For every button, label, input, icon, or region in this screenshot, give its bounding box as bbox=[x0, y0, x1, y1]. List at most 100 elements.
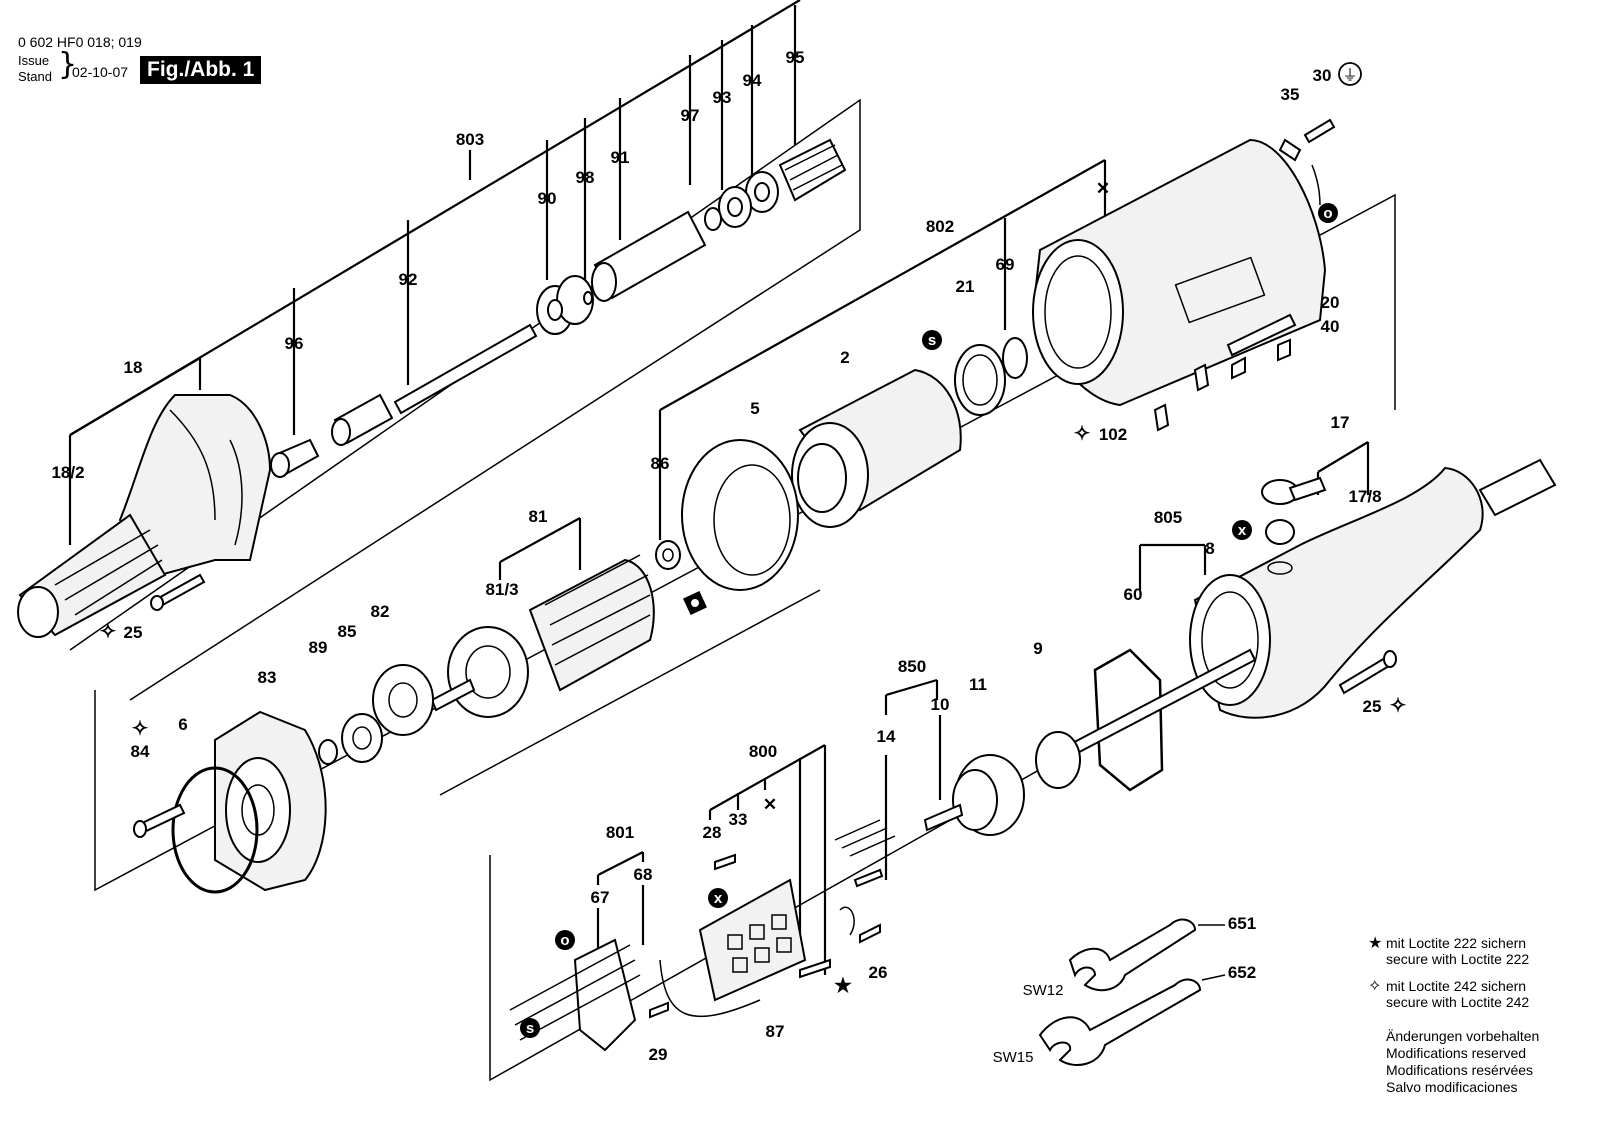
svg-text:o: o bbox=[560, 932, 569, 949]
loctite-222-note: ★ mit Loctite 222 sichern secure with Lo… bbox=[1368, 935, 1530, 968]
part-label-40: 40 bbox=[1321, 317, 1340, 336]
modifications-de: Änderungen vorbehalten bbox=[1386, 1028, 1540, 1044]
part-label-83: 83 bbox=[258, 668, 277, 687]
pinion-part bbox=[778, 138, 847, 202]
part-label-21: 21 bbox=[956, 277, 975, 296]
electrical-assembly bbox=[509, 678, 942, 1052]
loctite-242-icon: ✧ bbox=[1368, 976, 1382, 995]
part-label-33: 33 bbox=[729, 810, 748, 829]
part-label-9: 9 bbox=[1033, 639, 1042, 658]
part-label-805: 805 bbox=[1154, 508, 1182, 527]
part-label-17-8: 17/8 bbox=[1348, 487, 1381, 506]
loctite-242-note: ✧ mit Loctite 242 sichern secure with Lo… bbox=[1368, 978, 1529, 1011]
part-label-67: 67 bbox=[591, 888, 610, 907]
part-label-82: 82 bbox=[371, 602, 390, 621]
document-part-number: 0 602 HF0 018; 019 bbox=[18, 34, 142, 50]
svg-text:x: x bbox=[714, 890, 723, 907]
part-label-652: 652 bbox=[1228, 963, 1256, 982]
motor-housing-assembly bbox=[655, 118, 1336, 591]
modifications-en: Modifications reserved bbox=[1386, 1045, 1527, 1061]
part-label-30: 30 bbox=[1313, 66, 1332, 85]
wrench-size-label: SW12 bbox=[1023, 982, 1064, 999]
x-mark-icon: ✕ bbox=[1096, 179, 1110, 198]
svg-text:s: s bbox=[928, 332, 936, 349]
part-label-10: 10 bbox=[931, 695, 950, 714]
part-label-850: 850 bbox=[898, 657, 926, 676]
stand-label: Stand bbox=[18, 69, 52, 84]
part-label-86: 86 bbox=[651, 454, 670, 473]
part-label-91: 91 bbox=[611, 148, 630, 167]
circle-s-icon: s bbox=[922, 330, 942, 350]
part-label-17: 17 bbox=[1331, 413, 1350, 432]
part-label-8: 8 bbox=[1205, 539, 1214, 558]
issue-label: Issue bbox=[18, 53, 50, 68]
loctite-222-de: mit Loctite 222 sichern bbox=[1386, 935, 1527, 951]
square-marker-icon bbox=[683, 591, 707, 615]
part-label-800: 800 bbox=[749, 742, 777, 761]
handle-assembly bbox=[923, 441, 1557, 836]
issue-date: 02-10-07 bbox=[72, 64, 129, 80]
svg-text:o: o bbox=[1323, 205, 1332, 222]
loctite-242-icon: ✧ bbox=[1390, 695, 1407, 717]
part-label-18: 18 bbox=[124, 358, 143, 377]
part-label-69: 69 bbox=[996, 255, 1015, 274]
modifications-note: Änderungen vorbehalten Modifications res… bbox=[1386, 1028, 1539, 1096]
part-label-84: 84 bbox=[131, 742, 150, 761]
earth-ground-icon: ⏚ bbox=[1338, 62, 1362, 86]
loctite-242-icon: ✧ bbox=[1074, 423, 1091, 445]
loctite-242-de: mit Loctite 242 sichern bbox=[1386, 978, 1527, 994]
armature-assembly bbox=[133, 517, 655, 894]
circle-x-icon: x bbox=[1232, 520, 1252, 540]
part-label-68: 68 bbox=[634, 865, 653, 884]
part-label-35: 35 bbox=[1281, 85, 1300, 104]
part-label-803: 803 bbox=[456, 130, 484, 149]
part-label-26: 26 bbox=[869, 963, 888, 982]
part-label-29: 29 bbox=[649, 1045, 668, 1064]
circle-s-icon: s bbox=[520, 1018, 540, 1038]
part-label-20: 20 bbox=[1321, 293, 1340, 312]
part-label-81-3: 81/3 bbox=[485, 580, 518, 599]
part-label-25: 25 bbox=[1363, 697, 1382, 716]
loctite-222-en: secure with Loctite 222 bbox=[1386, 951, 1530, 967]
part-labels: 803 95 94 93 97 91 98 90 92 96 18 18/2 2… bbox=[51, 48, 1381, 1066]
figure-badge: Fig./Abb. 1 bbox=[140, 56, 262, 84]
loctite-242-icon: ✧ bbox=[100, 621, 117, 643]
part-label-11: 11 bbox=[969, 675, 987, 694]
loctite-222-star-icon: ★ bbox=[834, 975, 852, 997]
part-label-802: 802 bbox=[926, 217, 954, 236]
part-label-93: 93 bbox=[713, 88, 732, 107]
part-label-98: 98 bbox=[576, 168, 595, 187]
loctite-242-icon: ✧ bbox=[132, 718, 149, 740]
svg-text:s: s bbox=[526, 1020, 534, 1037]
brace-glyph: } bbox=[58, 47, 78, 82]
part-label-5: 5 bbox=[750, 399, 759, 418]
part-label-96: 96 bbox=[285, 334, 304, 353]
part-label-6: 6 bbox=[178, 715, 187, 734]
part-label-18-2: 18/2 bbox=[51, 463, 84, 482]
wrench-size-label: SW15 bbox=[993, 1049, 1034, 1066]
circle-x-icon: x bbox=[708, 888, 728, 908]
part-label-14: 14 bbox=[877, 727, 896, 746]
part-label-60: 60 bbox=[1124, 585, 1143, 604]
circle-o-icon: o bbox=[555, 930, 575, 950]
spindle-assembly bbox=[17, 0, 847, 638]
part-label-85: 85 bbox=[338, 622, 357, 641]
loctite-222-star-icon: ★ bbox=[1368, 933, 1383, 952]
part-label-102: 102 bbox=[1099, 425, 1127, 444]
part-label-94: 94 bbox=[743, 71, 762, 90]
wrench-sw15 bbox=[1038, 974, 1226, 1066]
part-label-651: 651 bbox=[1228, 914, 1256, 933]
part-label-87: 87 bbox=[766, 1022, 785, 1041]
x-mark-icon: ✕ bbox=[763, 795, 777, 814]
part-label-28: 28 bbox=[703, 823, 722, 842]
part-label-89: 89 bbox=[309, 638, 328, 657]
part-label-90: 90 bbox=[538, 189, 557, 208]
modifications-fr: Modifications resérvées bbox=[1386, 1062, 1534, 1078]
circle-o-icon: o bbox=[1318, 203, 1338, 223]
modifications-es: Salvo modificaciones bbox=[1386, 1079, 1518, 1095]
part-label-97: 97 bbox=[681, 106, 700, 125]
svg-text:x: x bbox=[1238, 522, 1247, 539]
part-label-2: 2 bbox=[840, 348, 849, 367]
svg-text:⏚: ⏚ bbox=[1342, 67, 1357, 84]
